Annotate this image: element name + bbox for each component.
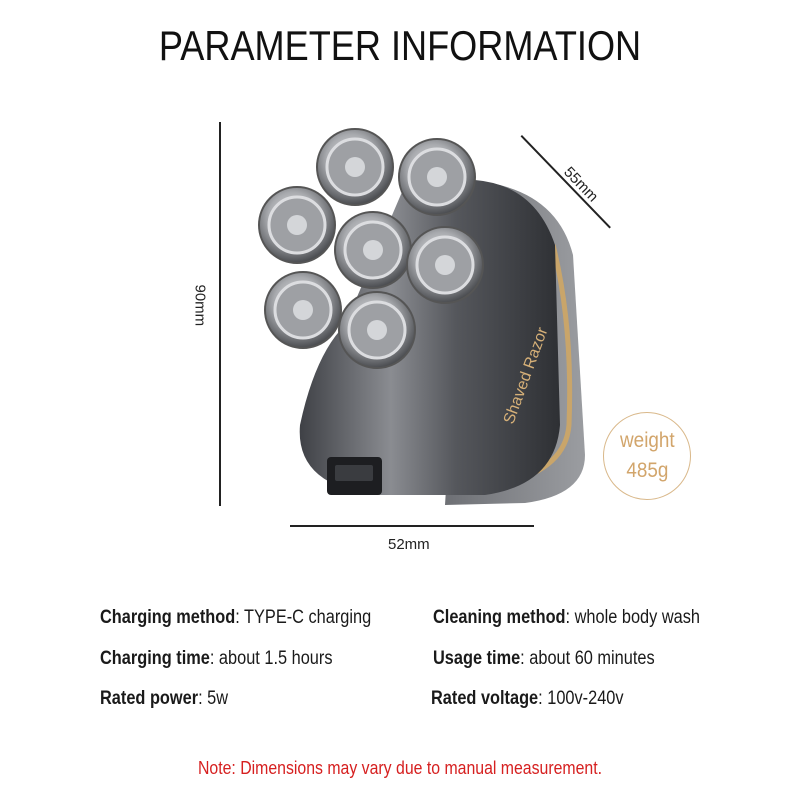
spec-cleaning-method: Cleaning method: whole body wash [433,607,700,628]
spec-value: 5w [207,688,229,709]
shaver-heads [258,128,484,369]
spec-value: 100v-240v [547,688,624,709]
height-dimension-label: 90mm [191,284,209,327]
spec-key: Charging time [100,648,210,669]
spec-value: TYPE-C charging [244,607,372,628]
width-dimension-label: 52mm [388,536,430,553]
spec-charging-time: Charging time: about 1.5 hours [100,648,333,669]
spec-value: about 60 minutes [529,648,655,669]
shaver-product-image: Shaved Razor [255,125,595,515]
spec-value: whole body wash [574,607,700,628]
spec-key: Rated power [100,688,199,709]
page-title: PARAMETER INFORMATION [158,22,642,69]
weight-value: 485g [625,459,669,482]
spec-key: Cleaning method [433,607,566,628]
spec-key: Charging method [100,607,236,628]
spec-charging-method: Charging method: TYPE-C charging [100,607,372,628]
spec-rated-power: Rated power: 5w [100,688,229,709]
rotary-shaver-icon: Shaved Razor [258,128,585,505]
width-dimension-line [290,525,534,527]
weight-badge: weight 485g [603,412,691,500]
weight-label: weight [619,429,675,452]
spec-key: Usage time [433,648,521,669]
measurement-note: Note: Dimensions may vary due to manual … [197,758,603,778]
spec-usage-time: Usage time: about 60 minutes [433,648,655,669]
spec-rated-voltage: Rated voltage: 100v-240v [431,688,624,709]
spec-value: about 1.5 hours [218,648,333,669]
height-dimension-line [219,122,221,506]
spec-key: Rated voltage [431,688,539,709]
